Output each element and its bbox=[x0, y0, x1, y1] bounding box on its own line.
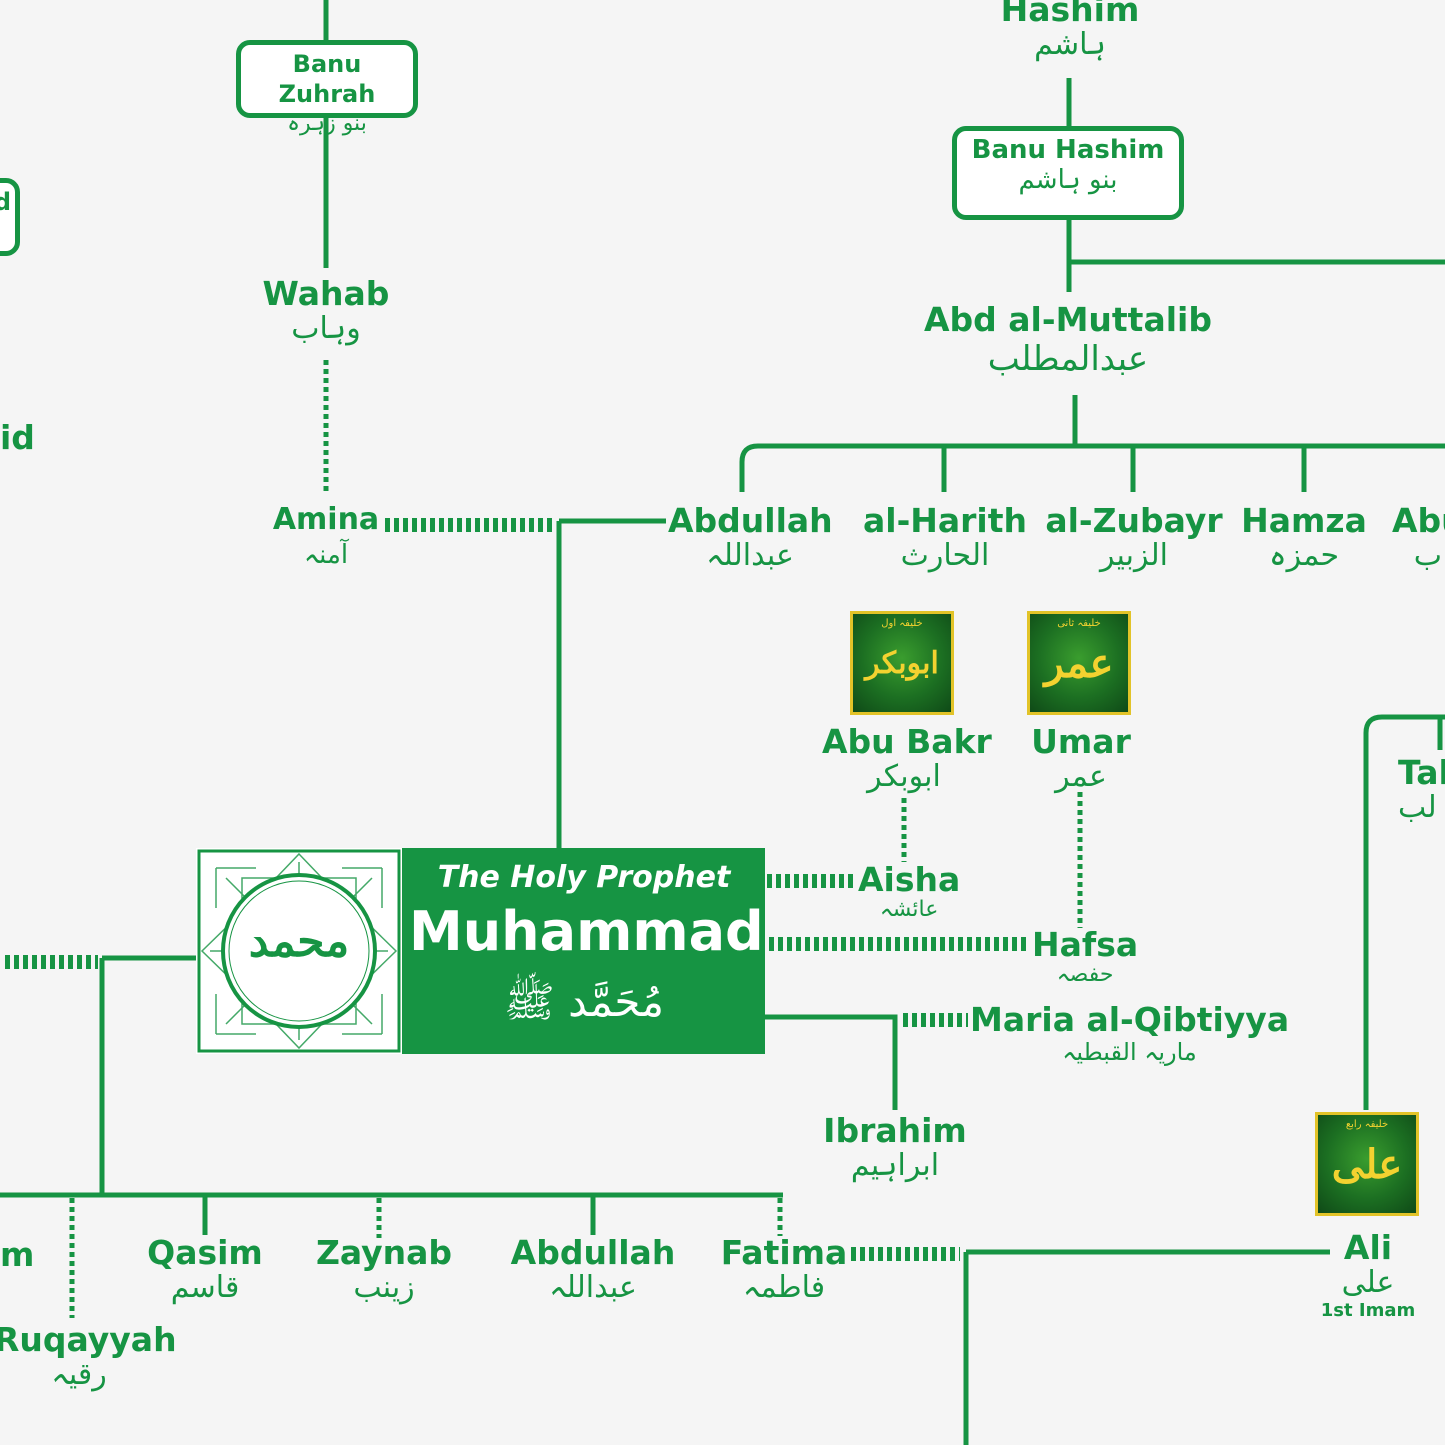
ali-ar: علی bbox=[1341, 1265, 1395, 1300]
child-edge-en: m bbox=[0, 1235, 35, 1274]
abu-bakr: Abu Bakr ابوبکر bbox=[822, 722, 992, 794]
prophet-card: محمد The Holy Prophet Muhammad مُحَمَّد … bbox=[196, 848, 765, 1054]
edge-box: d bbox=[0, 178, 20, 256]
umar: Umar عمر bbox=[1026, 724, 1136, 794]
abu-bakr-ar: ابوبکر bbox=[867, 759, 941, 794]
son-abdullah-ar: عبداللہ bbox=[706, 538, 794, 573]
son-abu-ar: ب bbox=[1413, 538, 1442, 573]
abd-al-muttalib: Abd al-Muttalib عبدالمطلب bbox=[900, 302, 1236, 380]
aisha-ar: عائشہ bbox=[879, 897, 939, 922]
son-hamza: Hamza حمزہ bbox=[1240, 503, 1368, 573]
ali-emblem-text: علی bbox=[1331, 1140, 1403, 1188]
amina: Amina آمنہ bbox=[262, 502, 390, 572]
banu-hashim-box: Banu Hashim بنو ہاشم bbox=[952, 126, 1184, 220]
son-abdullah-en: Abdullah bbox=[668, 501, 833, 540]
wahab-ar: وہاب bbox=[291, 311, 361, 346]
qasim-ar: قاسم bbox=[170, 1270, 240, 1305]
child-qasim: Qasim قاسم bbox=[140, 1235, 270, 1305]
hafsa: Hafsa حفصہ bbox=[1032, 927, 1138, 987]
maria-al-qibtiyya: Maria al-Qibtiyya ماریہ القبطیہ bbox=[970, 1000, 1290, 1067]
son-abu: Abu ب bbox=[1392, 503, 1445, 573]
wahab-en: Wahab bbox=[262, 274, 390, 313]
umar-emblem: خلیفہ ثانی عمر bbox=[1027, 611, 1131, 715]
talib-en: Tal bbox=[1398, 753, 1445, 792]
abu-bakr-en: Abu Bakr bbox=[822, 722, 992, 761]
talib: Tal لب bbox=[1398, 755, 1445, 825]
umar-en: Umar bbox=[1031, 722, 1131, 761]
hafsa-ar: حفصہ bbox=[1056, 962, 1114, 987]
child-edge: m bbox=[0, 1237, 34, 1273]
child-abdullah-en: Abdullah bbox=[510, 1233, 676, 1272]
umar-emblem-title: خلیفہ ثانی bbox=[1057, 618, 1101, 629]
child-zaynab: Zaynab زینب bbox=[310, 1235, 458, 1305]
prophet-name: Muhammad bbox=[409, 900, 764, 963]
banu-zuhrah-box: Banu Zuhrah بنو زہرہ bbox=[236, 40, 418, 136]
wahab: Wahab وہاب bbox=[246, 276, 406, 346]
line-prophet-ibrahim bbox=[765, 1014, 898, 1110]
edge-box-en: d bbox=[0, 188, 11, 216]
maria-ar: ماریہ القبطیہ bbox=[1062, 1038, 1197, 1066]
son-hamza-en: Hamza bbox=[1241, 501, 1367, 540]
prophet-arabic: مُحَمَّد ﷺ bbox=[503, 977, 665, 1026]
ali-en: Ali bbox=[1343, 1228, 1393, 1267]
fatima-ar: فاطمہ bbox=[742, 1270, 826, 1305]
edge-name-en: id bbox=[0, 418, 35, 457]
son-al-harith: al-Harith الحارث bbox=[860, 503, 1030, 573]
abd-al-muttalib-ar: عبدالمطلب bbox=[987, 339, 1149, 379]
banu-zuhrah-ar: بنو زہرہ bbox=[287, 111, 367, 136]
amina-ar: آمنہ bbox=[303, 540, 349, 570]
son-abdullah: Abdullah عبداللہ bbox=[668, 501, 833, 573]
edge-name: id bbox=[0, 420, 35, 456]
ali-title: 1st Imam bbox=[1320, 1300, 1416, 1321]
line-sons-bar bbox=[739, 443, 1445, 492]
aisha: Aisha عائشہ bbox=[858, 862, 960, 922]
son-hamza-ar: حمزہ bbox=[1268, 538, 1340, 573]
prophet-medallion: محمد bbox=[196, 848, 402, 1054]
banu-hashim-en: Banu Hashim bbox=[971, 135, 1165, 165]
abd-al-muttalib-en: Abd al-Muttalib bbox=[924, 300, 1212, 339]
abu-bakr-emblem: خلیفہ اول ابوبکر bbox=[850, 611, 954, 715]
ali: Ali علی 1st Imam bbox=[1308, 1230, 1428, 1322]
hashim-ar: ہاشم bbox=[1034, 27, 1106, 62]
zaynab-ar: زینب bbox=[353, 1270, 415, 1305]
zaynab-en: Zaynab bbox=[315, 1233, 453, 1272]
umar-ar: عمر bbox=[1055, 759, 1107, 794]
son-al-harith-ar: الحارث bbox=[900, 538, 990, 573]
umar-emblem-text: عمر bbox=[1044, 639, 1114, 687]
son-al-zubayr: al-Zubayr الزبیر bbox=[1044, 503, 1224, 573]
amina-en: Amina bbox=[272, 502, 380, 537]
child-ruqayyah: Ruqayyah رقیہ bbox=[0, 1320, 177, 1392]
ruqayyah-ar: رقیہ bbox=[51, 1357, 107, 1392]
abu-bakr-emblem-text: ابوبکر bbox=[865, 645, 939, 681]
ibrahim: Ibrahim ابراہیم bbox=[820, 1113, 970, 1183]
hafsa-en: Hafsa bbox=[1032, 925, 1139, 964]
ibrahim-ar: ابراہیم bbox=[850, 1148, 940, 1183]
hashim: Hashim ہاشم bbox=[980, 0, 1160, 62]
child-fatima: Fatima فاطمہ bbox=[716, 1235, 852, 1305]
ruqayyah-en: Ruqayyah bbox=[0, 1320, 177, 1359]
son-al-zubayr-en: al-Zubayr bbox=[1045, 501, 1223, 540]
geometric-pattern-icon bbox=[197, 849, 401, 1053]
abu-bakr-emblem-title: خلیفہ اول bbox=[881, 618, 923, 629]
son-al-harith-en: al-Harith bbox=[862, 501, 1028, 540]
child-abdullah-ar: عبداللہ bbox=[549, 1270, 637, 1305]
talib-ar: لب bbox=[1398, 790, 1437, 825]
son-al-zubayr-ar: الزبیر bbox=[1100, 538, 1168, 573]
fatima-en: Fatima bbox=[720, 1233, 848, 1272]
child-abdullah: Abdullah عبداللہ bbox=[505, 1235, 681, 1305]
ibrahim-en: Ibrahim bbox=[823, 1111, 967, 1150]
hashim-en: Hashim bbox=[1000, 0, 1140, 29]
ali-emblem: خلیفہ رابع علی bbox=[1315, 1112, 1419, 1216]
prophet-medallion-text: محمد bbox=[248, 916, 350, 967]
ali-emblem-title: خلیفہ رابع bbox=[1345, 1119, 1389, 1130]
qasim-en: Qasim bbox=[147, 1233, 263, 1272]
maria-en: Maria al-Qibtiyya bbox=[970, 1000, 1290, 1039]
aisha-en: Aisha bbox=[858, 860, 961, 899]
banu-hashim-ar: بنو ہاشم bbox=[1018, 165, 1118, 195]
line-talib-ali bbox=[1363, 714, 1445, 1110]
banu-zuhrah-en: Banu Zuhrah bbox=[278, 50, 376, 108]
son-abu-en: Abu bbox=[1392, 501, 1445, 540]
prophet-title: The Holy Prophet bbox=[437, 860, 731, 895]
